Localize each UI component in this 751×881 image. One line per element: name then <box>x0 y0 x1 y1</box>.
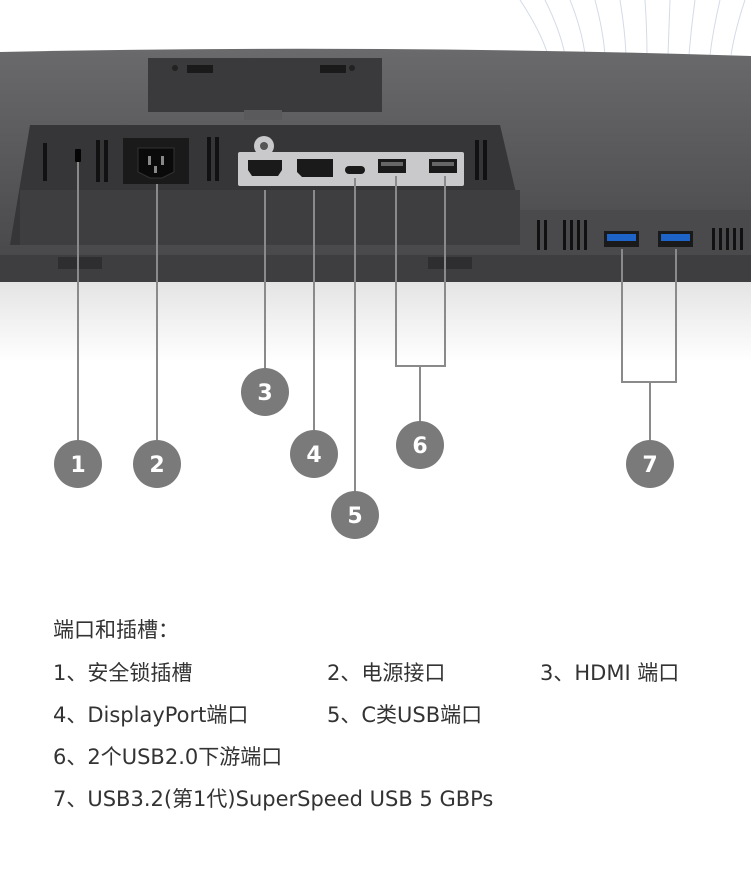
stand-latch <box>244 110 282 120</box>
callout-6: 6 <box>396 421 444 469</box>
callout-7: 7 <box>626 440 674 488</box>
callout-1: 1 <box>54 440 102 488</box>
monitor-bottom-edge <box>0 255 751 282</box>
legend-item-2: 2、电源接口 <box>327 661 446 685</box>
legend-item-3: 3、HDMI 端口 <box>540 661 680 685</box>
svg-text:2: 2 <box>149 453 164 478</box>
svg-text:6: 6 <box>412 434 427 459</box>
stand-mount-slot-right <box>320 65 346 73</box>
legend-item-1: 1、安全锁插槽 <box>53 661 193 685</box>
svg-text:7: 7 <box>642 453 657 478</box>
displayport-port <box>297 159 333 177</box>
floor-reflection <box>0 282 751 362</box>
hdmi-port <box>248 160 282 176</box>
callout-4: 4 <box>290 430 338 478</box>
leader-lines <box>77 162 677 492</box>
legend-item-7: 7、USB3.2(第1代)SuperSpeed USB 5 GBPs <box>53 787 494 811</box>
callout-2: 2 <box>133 440 181 488</box>
port-bay-floor <box>20 190 520 245</box>
svg-text:3: 3 <box>257 381 272 406</box>
svg-text:4: 4 <box>306 443 321 468</box>
legend-item-6: 6、2个USB2.0下游端口 <box>53 745 283 769</box>
legend-item-5: 5、C类USB端口 <box>327 703 483 727</box>
background-lines <box>519 0 746 56</box>
power-connector-socket <box>137 147 175 179</box>
svg-text:5: 5 <box>347 504 362 529</box>
stand-mount-slot-left <box>187 65 213 73</box>
stand-screw-left <box>172 65 178 71</box>
svg-text:1: 1 <box>70 453 85 478</box>
monitor-ports-diagram: 1 2 3 4 5 6 7 <box>0 0 751 539</box>
vent-slots-right <box>537 220 743 250</box>
callout-5: 5 <box>331 491 379 539</box>
callout-3: 3 <box>241 368 289 416</box>
stand-mount <box>148 58 382 112</box>
legend-title: 端口和插槽： <box>53 618 179 642</box>
usb-c-port <box>345 166 365 174</box>
legend-item-4: 4、DisplayPort端口 <box>53 703 249 727</box>
security-lock-slot <box>75 149 81 162</box>
base-markers <box>58 257 472 269</box>
stand-screw-right <box>349 65 355 71</box>
vent-slots-left <box>43 137 487 182</box>
